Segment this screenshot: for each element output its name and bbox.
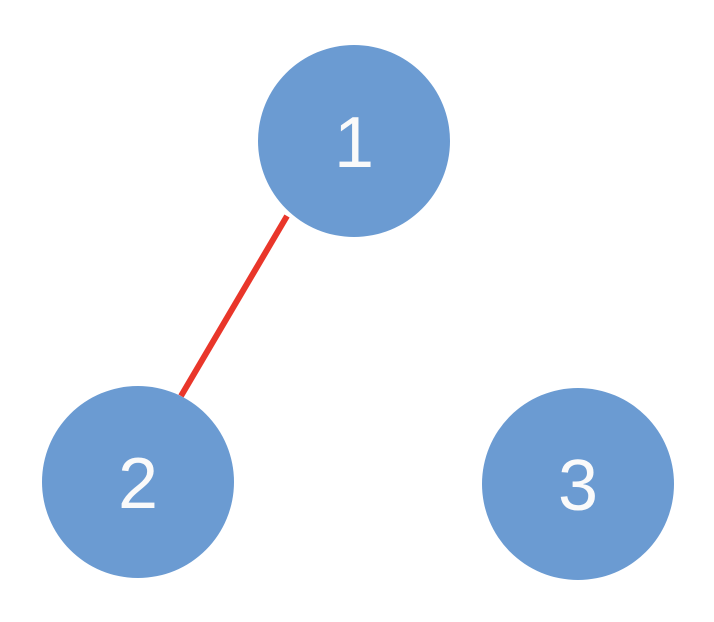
edge-1-2[interactable]: [178, 214, 290, 398]
node-circle-3[interactable]: [482, 388, 674, 580]
nodes-layer: 12 3: [42, 45, 674, 580]
node-2[interactable]: 2: [42, 386, 234, 578]
node-3[interactable]: 3: [482, 388, 674, 580]
node-circle-1[interactable]: [258, 45, 450, 237]
node-1[interactable]: 1: [258, 45, 450, 237]
node-circle-2[interactable]: [42, 386, 234, 578]
edges-layer: [178, 214, 290, 398]
